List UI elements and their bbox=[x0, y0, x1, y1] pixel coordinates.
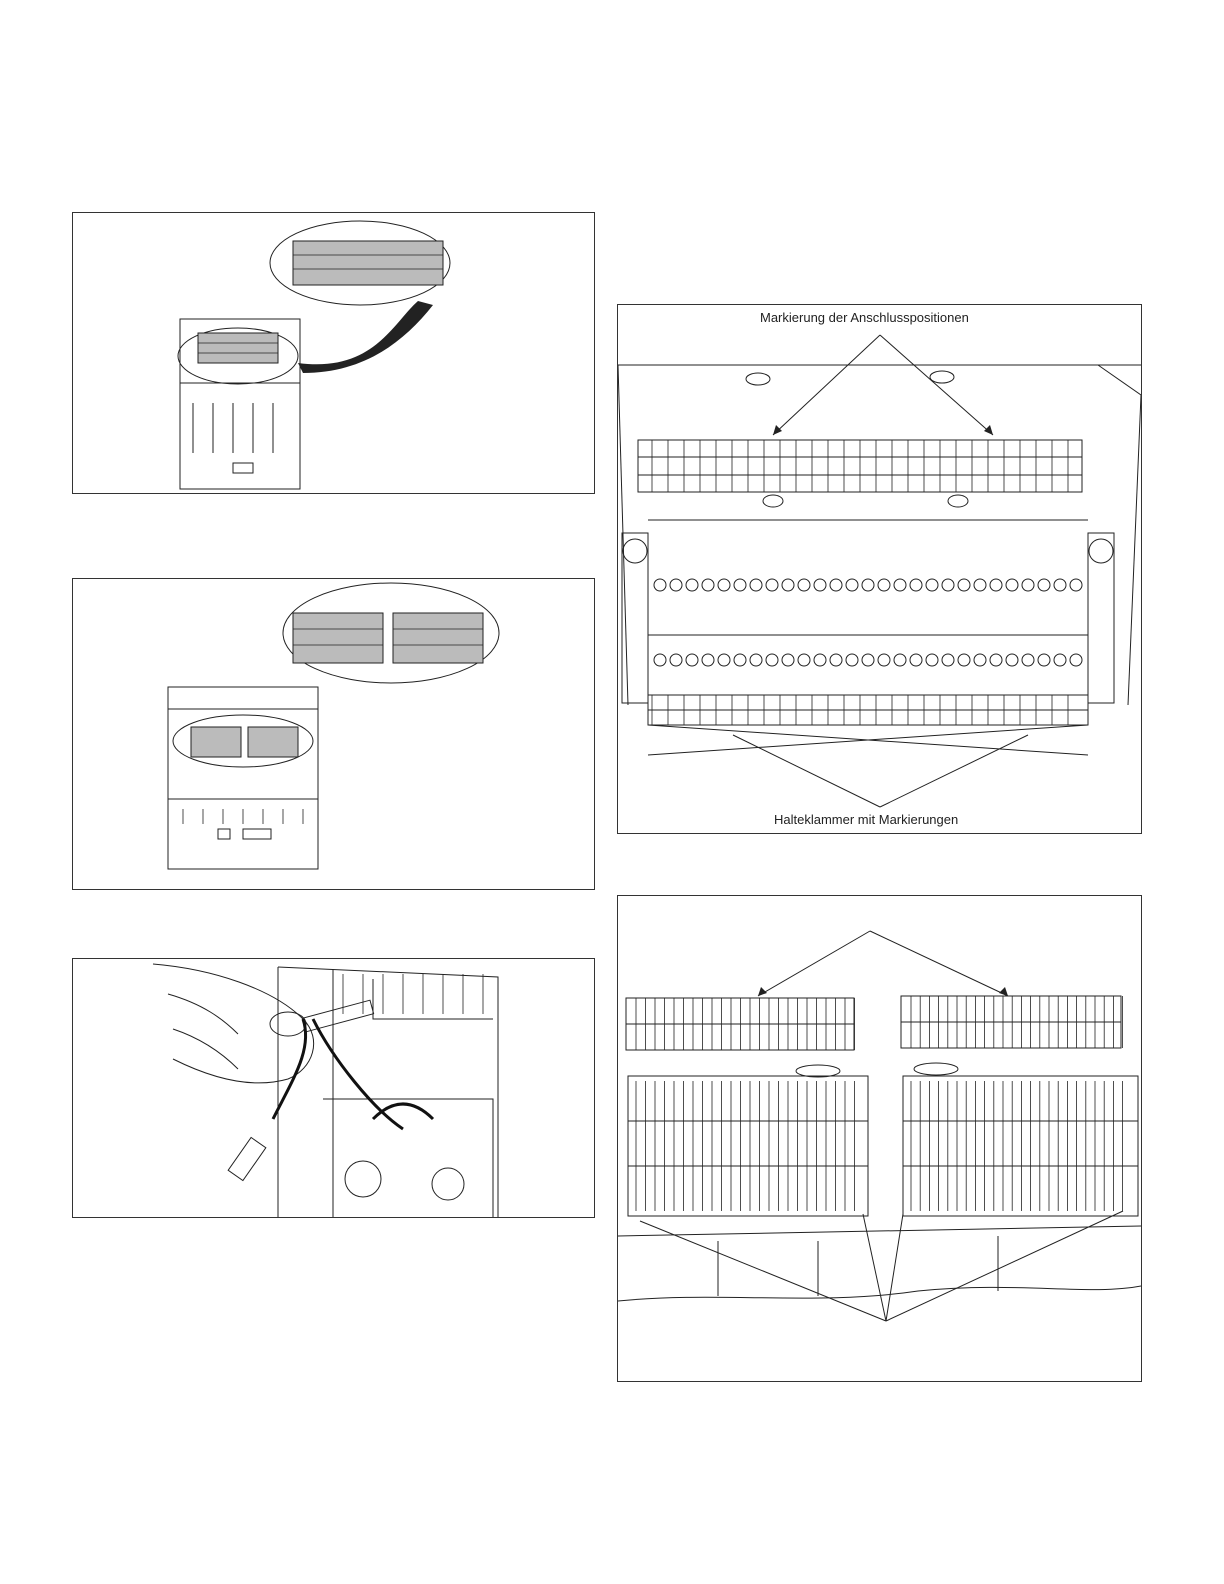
figure-terminal-block-zoom bbox=[72, 212, 595, 494]
terminal-block-zoom-illustration bbox=[73, 213, 594, 493]
figure-terminal-block-closeup: Markierung der Anschlusspositionen Halte… bbox=[617, 304, 1142, 834]
hand-wiring-connector-illustration bbox=[73, 959, 594, 1217]
double-terminal-block-zoom-illustration bbox=[73, 579, 594, 889]
figure-double-terminal-block-zoom bbox=[72, 578, 595, 890]
terminal-block-closeup-illustration bbox=[618, 305, 1141, 833]
figure-hand-wiring-connector bbox=[72, 958, 595, 1218]
caption-retaining-clip: Halteklammer mit Markierungen bbox=[774, 812, 958, 827]
marker-strips-closeup-illustration bbox=[618, 896, 1141, 1381]
caption-terminal-positions: Markierung der Anschlusspositionen bbox=[760, 310, 969, 325]
figure-marker-strips-closeup bbox=[617, 895, 1142, 1382]
